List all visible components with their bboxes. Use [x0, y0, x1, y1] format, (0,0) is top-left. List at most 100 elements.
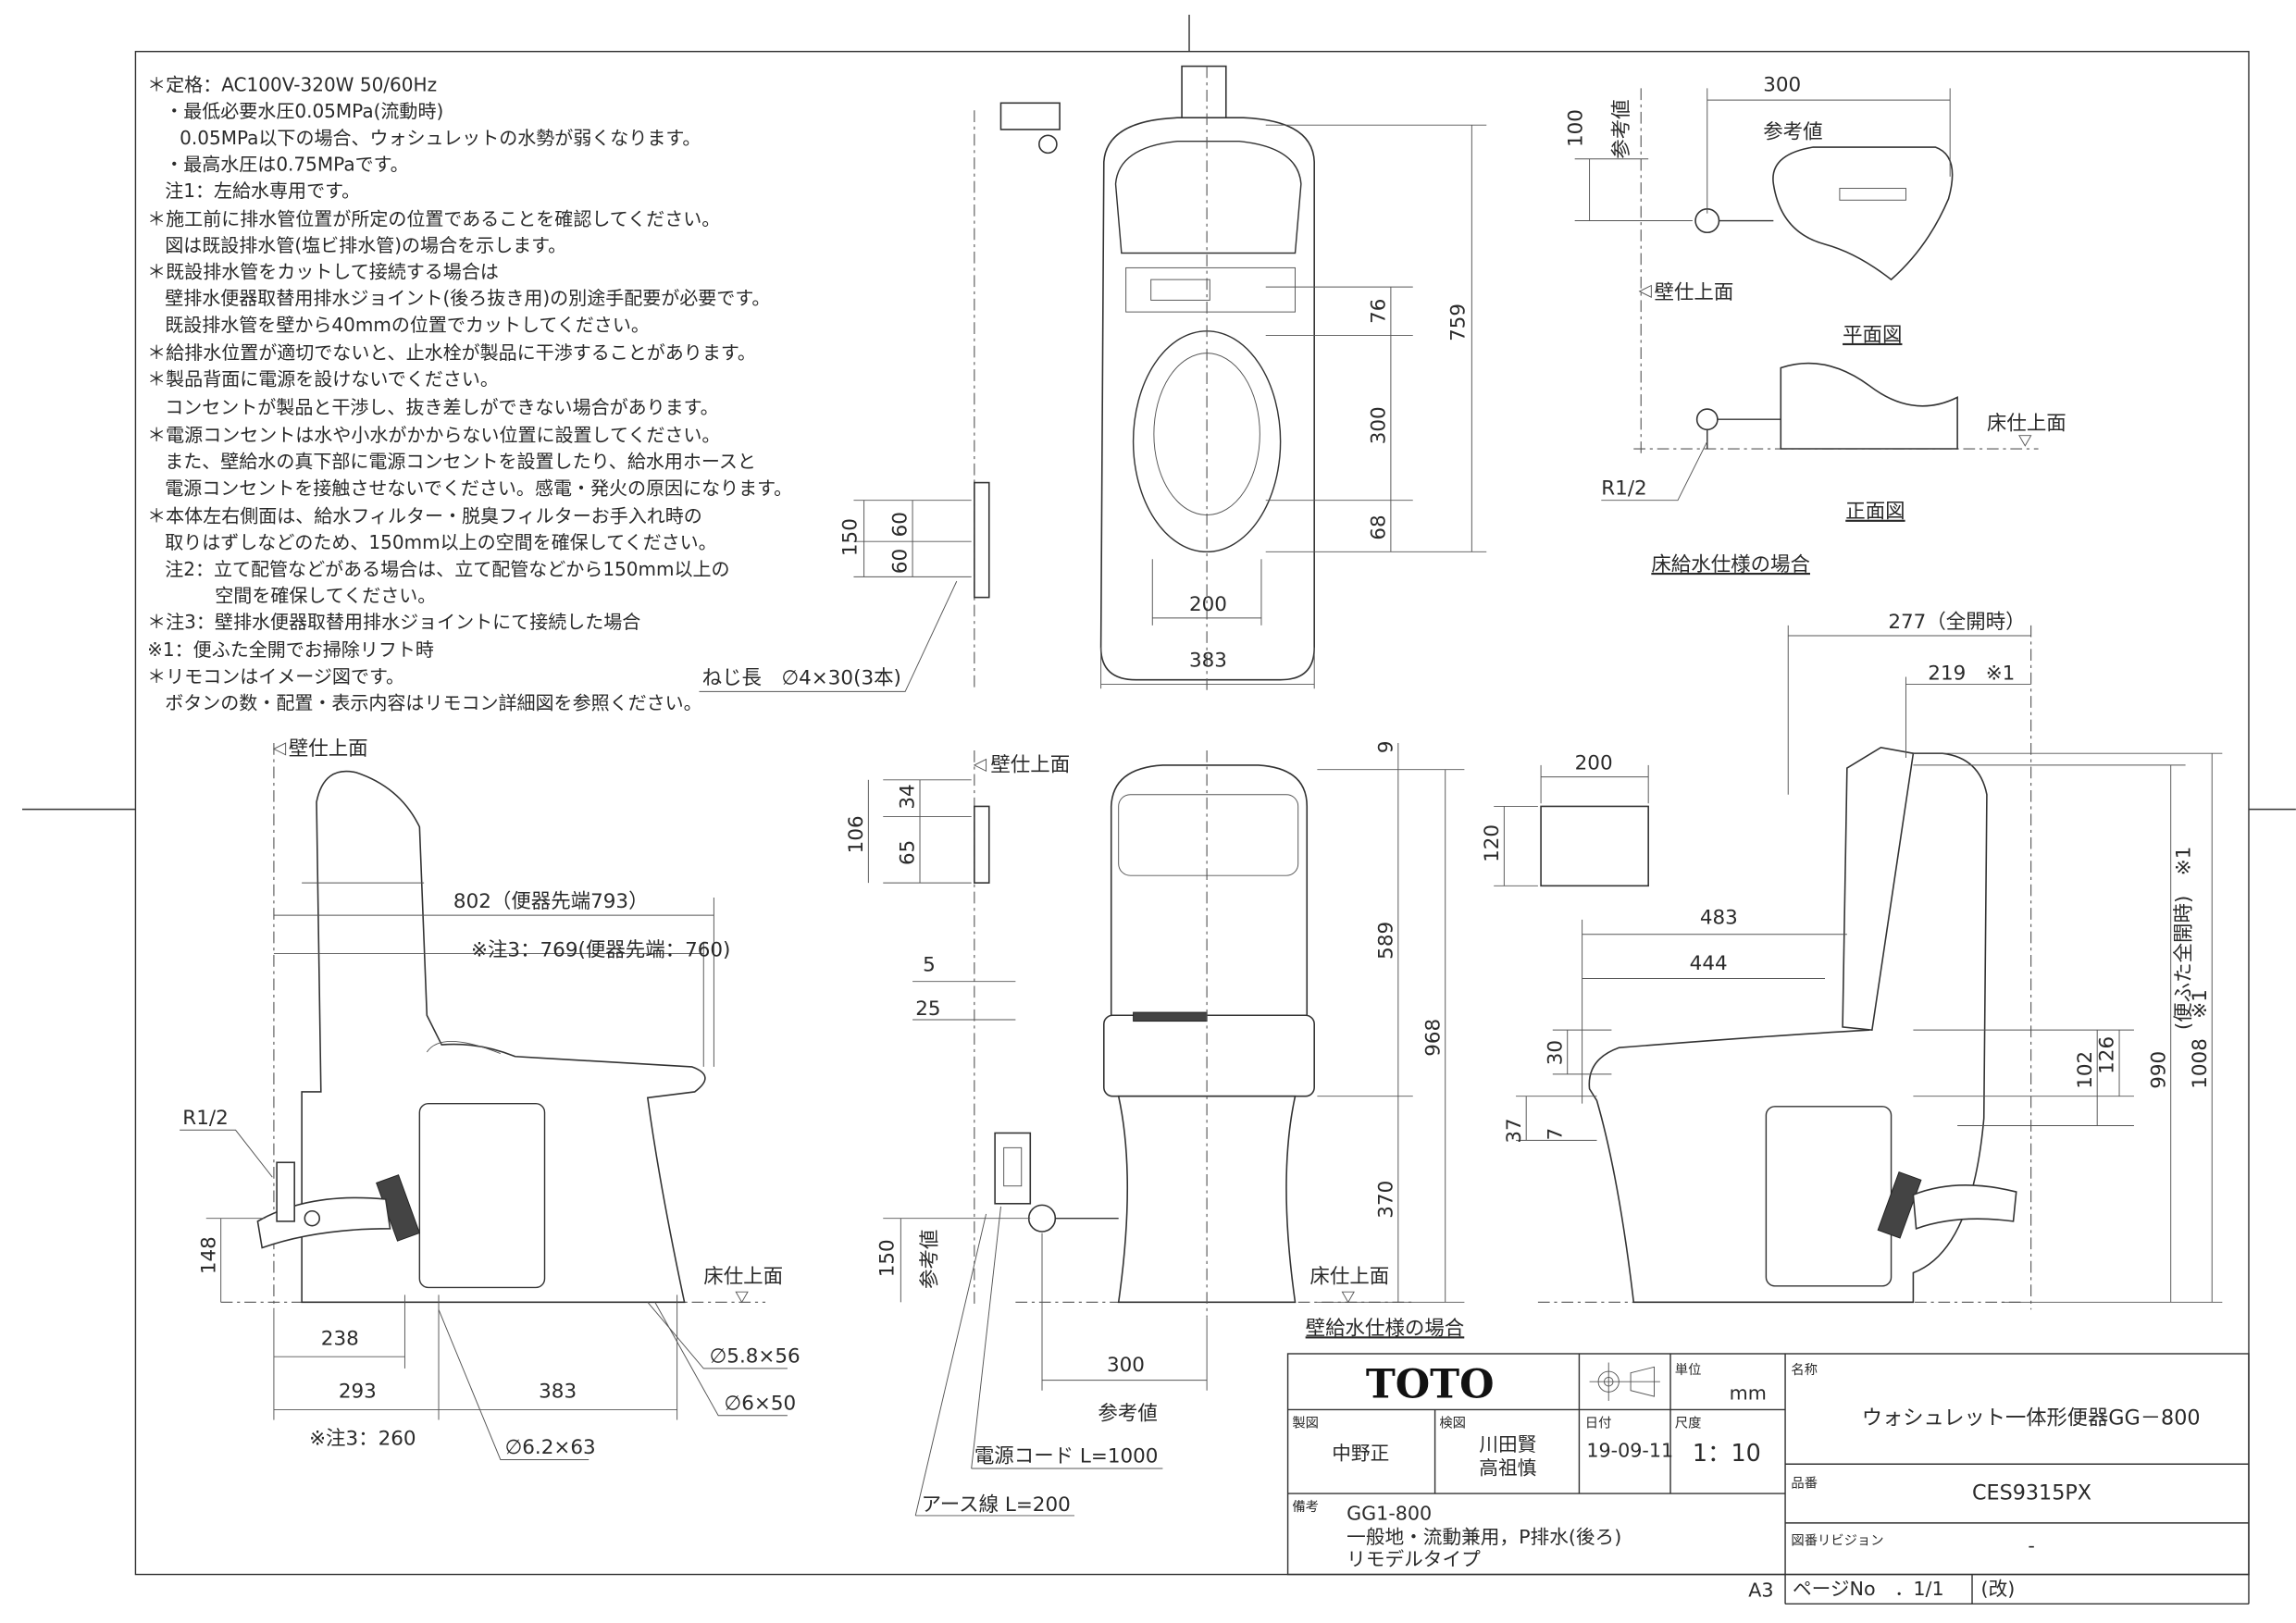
drawing-frame	[134, 50, 2250, 1576]
dim-9: 9	[1374, 741, 1397, 754]
note-line: 注2：立て配管などがある場合は、立て配管などから150mm以上の	[165, 558, 729, 580]
note-line: ・最低必要水圧0.05MPa(流動時)	[165, 100, 443, 122]
toto-logo: TOTO	[1366, 1362, 1495, 1408]
scale-value: 1：10	[1693, 1439, 1761, 1467]
floor-finish-label: 床仕上面	[703, 1266, 783, 1289]
title-block: TOTO 単位 mm 製図 中野正 検図 川田賢 高祖慎 日付 19-09-11…	[1286, 1353, 2250, 1605]
revision-label: 図番リビジョン	[1791, 1533, 1883, 1549]
scale-label: 尺度	[1675, 1416, 1702, 1431]
dim-100: 100	[1565, 109, 1588, 147]
dimension-lines	[699, 124, 1487, 692]
note-line: ＊本体左右側面は、給水フィルター・脱臭フィルターお手入れ時の	[147, 505, 702, 527]
dim-370: 370	[1374, 1181, 1397, 1219]
dim-34: 34	[897, 784, 920, 809]
dim-990: 990	[2147, 1051, 2170, 1089]
name-label: 名称	[1791, 1362, 1818, 1378]
dim-126: 126	[2096, 1036, 2119, 1074]
left-side-view: 壁仕上面 802（便器先端793） ※注3：769(便器先端：760) R1/2…	[180, 737, 800, 1460]
hole-6-2x63: ∅6.2×63	[505, 1436, 596, 1459]
floor-supply-views: 300 参考値 100 参考値 壁仕上面 平面図 R1/2 床仕上面 正面図 床…	[1565, 74, 2066, 576]
floor-finish-label: 床仕上面	[1309, 1266, 1389, 1289]
notes: ＊定格：AC100V-320W 50/60Hz ・最低必要水圧0.05MPa(流…	[147, 74, 792, 714]
note-line: 注1：左給水専用です。	[165, 180, 360, 202]
dim-148: 148	[197, 1236, 220, 1274]
note-line: ＊電源コンセントは水や小水がかからない位置に設置してください。	[147, 424, 720, 446]
dim-200: 200	[1575, 752, 1613, 775]
note-line: ＊リモコンはイメージ図です。	[147, 665, 404, 688]
dim-106: 106	[845, 815, 868, 853]
remarks-label: 備考	[1292, 1499, 1319, 1515]
floor-supply-caption: 床給水仕様の場合	[1651, 553, 1810, 576]
dim-60-lower: 60	[889, 549, 912, 574]
stop-valve-icon	[1027, 1204, 1057, 1233]
tank-front-outline	[1110, 764, 1309, 1017]
note-line: 図は既設排水管(塩ビ排水管)の場合を示します。	[165, 234, 566, 256]
open-lid	[1842, 746, 1915, 1032]
dim-219: 219 ※1	[1928, 663, 2015, 686]
tank-lid	[1125, 266, 1296, 313]
dim-300: 300	[1763, 74, 1801, 97]
remote-panel	[1150, 279, 1210, 301]
wall-supply-caption: 壁給水仕様の場合	[1306, 1317, 1465, 1340]
note-line: コンセントが製品と干渉し、抜き差しができない場合があります。	[165, 396, 718, 418]
dim-444: 444	[1690, 952, 1728, 975]
date-value: 19-09-11	[1586, 1439, 1673, 1461]
wall-finish-label: 壁仕上面	[289, 737, 368, 761]
dim-76: 76	[1368, 299, 1391, 324]
note-line: 壁排水便器取替用排水ジョイント(後ろ抜き用)の別途手配要が必要です。	[165, 287, 770, 309]
note-line: 既設排水管を壁から40mmの位置でカットしてください。	[165, 314, 650, 336]
remarks-line: リモデルタイプ	[1347, 1548, 1481, 1570]
dim-200: 200	[1189, 593, 1227, 616]
note3-260: ※注3：260	[309, 1428, 416, 1451]
power-cord-length: 電源コード L=1000	[974, 1445, 1159, 1468]
dim-277-full-open: 277（全開時）	[1888, 611, 2025, 634]
note-line: ＊注3：壁排水便器取替用排水ジョイントにて接続した場合	[147, 611, 640, 633]
remote-bracket	[974, 805, 990, 884]
wall-finish-label: 壁仕上面	[990, 753, 1070, 776]
drawn-by: 中野正	[1332, 1442, 1389, 1464]
note-line: 電源コンセントを接触させないでください。感電・発火の原因になります。	[165, 477, 792, 499]
dim-238: 238	[321, 1327, 359, 1350]
toilet-side-outline	[301, 770, 706, 1304]
dim-120: 120	[1481, 824, 1504, 862]
reference-value: 参考値	[1098, 1403, 1157, 1426]
wall-finish-label: 壁仕上面	[1655, 281, 1734, 304]
dim-60-upper: 60	[889, 512, 912, 537]
dim-968: 968	[1421, 1019, 1445, 1057]
dim-802: 802（便器先端793）	[453, 890, 649, 913]
note-line: ＊施工前に排水管位置が所定の位置であることを確認してください。	[147, 207, 720, 229]
dim-293: 293	[339, 1381, 377, 1404]
drawn-label: 製図	[1292, 1416, 1319, 1431]
note-line: ＊定格：AC100V-320W 50/60Hz	[147, 74, 437, 96]
toilet-side-outline	[1588, 752, 1988, 1304]
page-number: 1/1	[1913, 1578, 1943, 1600]
note-line: 空間を確保してください。	[215, 584, 436, 606]
dim-30: 30	[1544, 1040, 1567, 1065]
thread-r1-2: R1/2	[182, 1107, 228, 1130]
dim-300: 300	[1107, 1354, 1145, 1377]
remote-bracket	[974, 481, 990, 599]
note-line: ・最高水圧は0.75MPaです。	[165, 153, 408, 175]
note-line: 0.05MPa以下の場合、ウォシュレットの水勢が弱くなります。	[180, 127, 701, 149]
reference-value-vertical: 参考値	[1610, 99, 1633, 158]
dim-65: 65	[897, 840, 920, 865]
revision-value: -	[2028, 1535, 2034, 1557]
seat-front	[1102, 1014, 1315, 1097]
dim-150: 150	[875, 1239, 899, 1277]
dim-300: 300	[1368, 406, 1391, 444]
dim-5: 5	[923, 954, 936, 977]
note-line: ボタンの数・配置・表示内容はリモコン詳細図を参照ください。	[165, 691, 701, 713]
remarks-line: GG1-800	[1347, 1503, 1432, 1525]
screw-length: ねじ長 ∅4×30(3本)	[702, 666, 901, 689]
revision-mark: (改)	[1981, 1578, 2016, 1600]
dim-383: 383	[539, 1381, 577, 1404]
reference-value: 参考値	[1763, 120, 1822, 143]
part-number-label: 品番	[1791, 1476, 1818, 1492]
front-view: 壁仕上面 34 65 106 5 25 150 参考値 300	[845, 741, 1465, 1517]
note-line: ※1：便ふた全開でお掃除リフト時	[147, 638, 434, 661]
valve-icon	[1695, 408, 1719, 431]
checked-by-1: 川田賢	[1479, 1433, 1536, 1456]
floor-finish-label: 床仕上面	[1987, 412, 2066, 435]
checked-label: 検図	[1439, 1416, 1466, 1431]
